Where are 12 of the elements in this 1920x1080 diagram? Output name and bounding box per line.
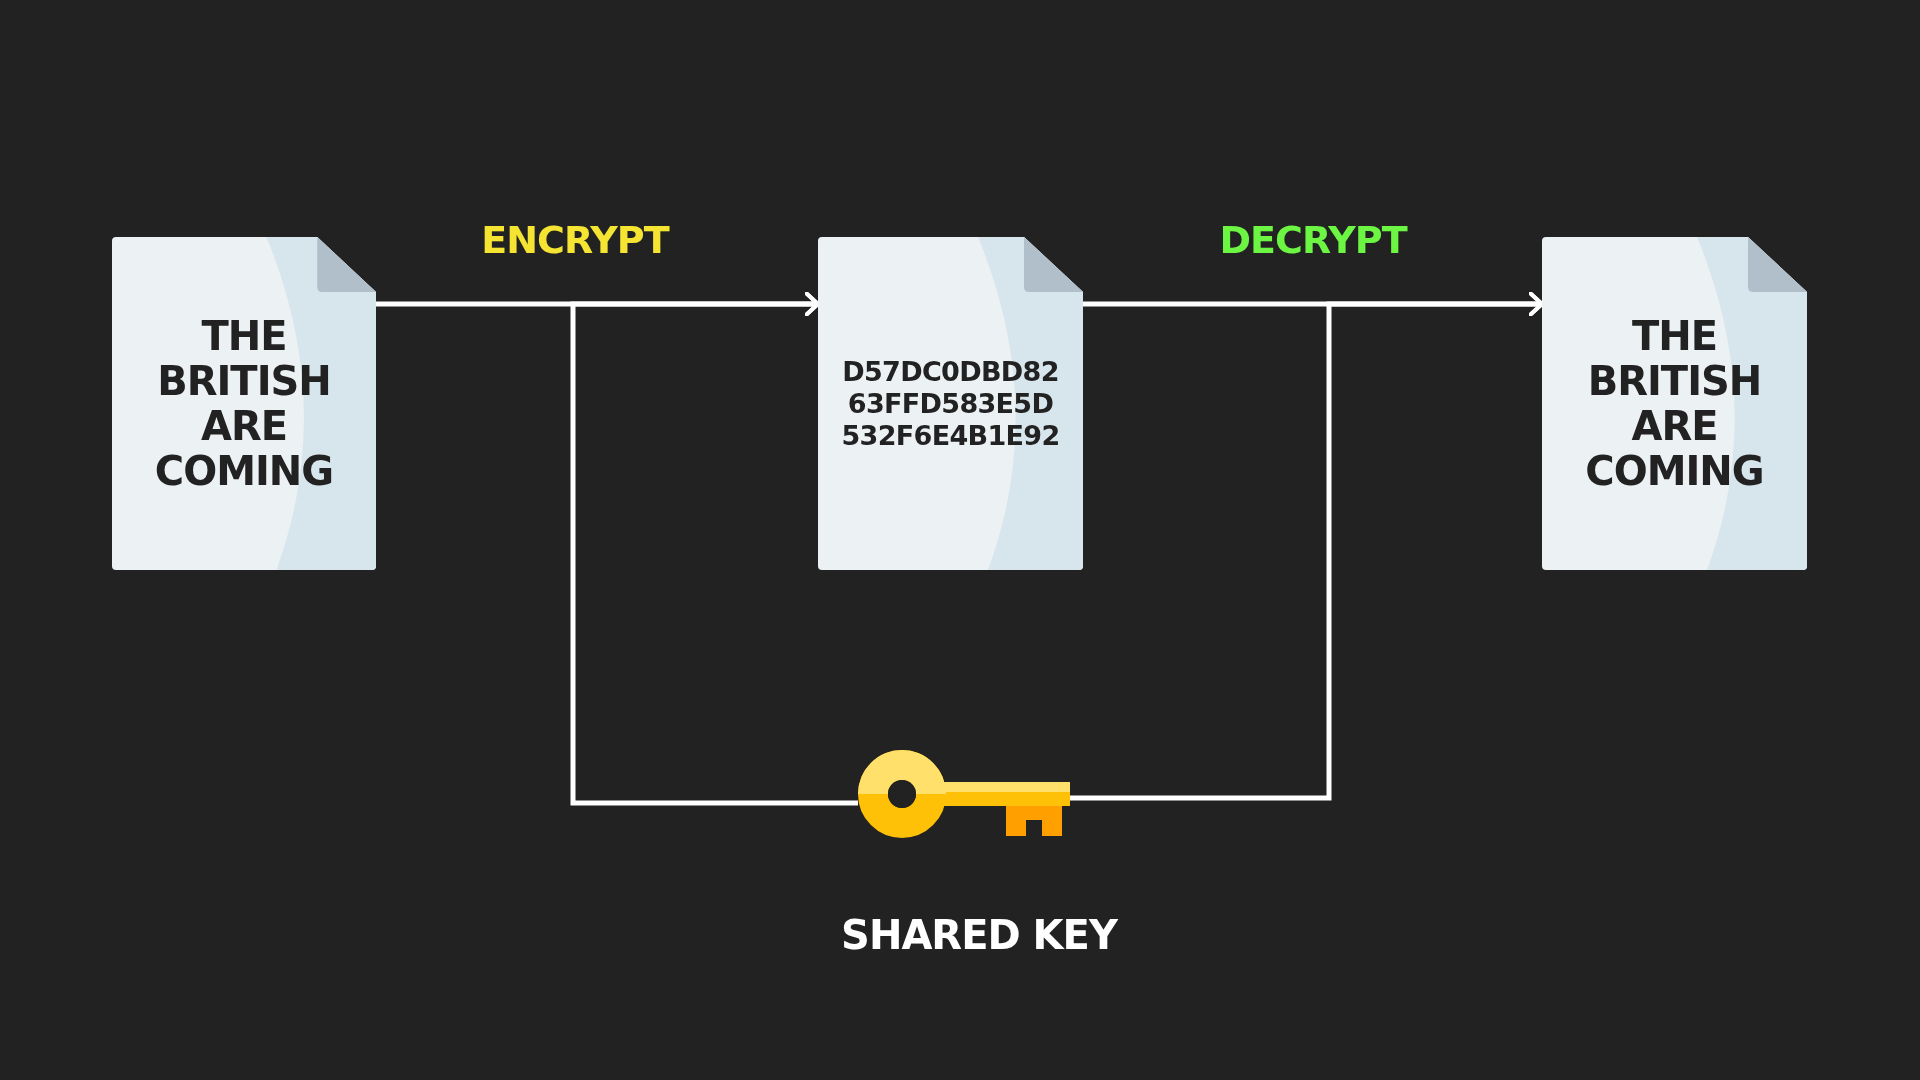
document-page (1542, 237, 1807, 570)
edge-label: DECRYPT (1219, 216, 1407, 264)
document-page (112, 237, 376, 570)
document-text: D57DC0DBD82 63FFD583E5D 532F6E4B1E92 (840, 355, 1061, 452)
connector-arrow (1070, 291, 1544, 801)
edge-label: ENCRYPT (481, 216, 669, 264)
connector-arrow (570, 291, 858, 806)
document-text: THE BRITISH ARE COMING (1584, 313, 1765, 494)
key-caption: SHARED KEY (841, 911, 1117, 960)
document-text: THE BRITISH ARE COMING (153, 313, 335, 494)
key-icon (858, 750, 1070, 838)
document-page (818, 237, 1083, 570)
